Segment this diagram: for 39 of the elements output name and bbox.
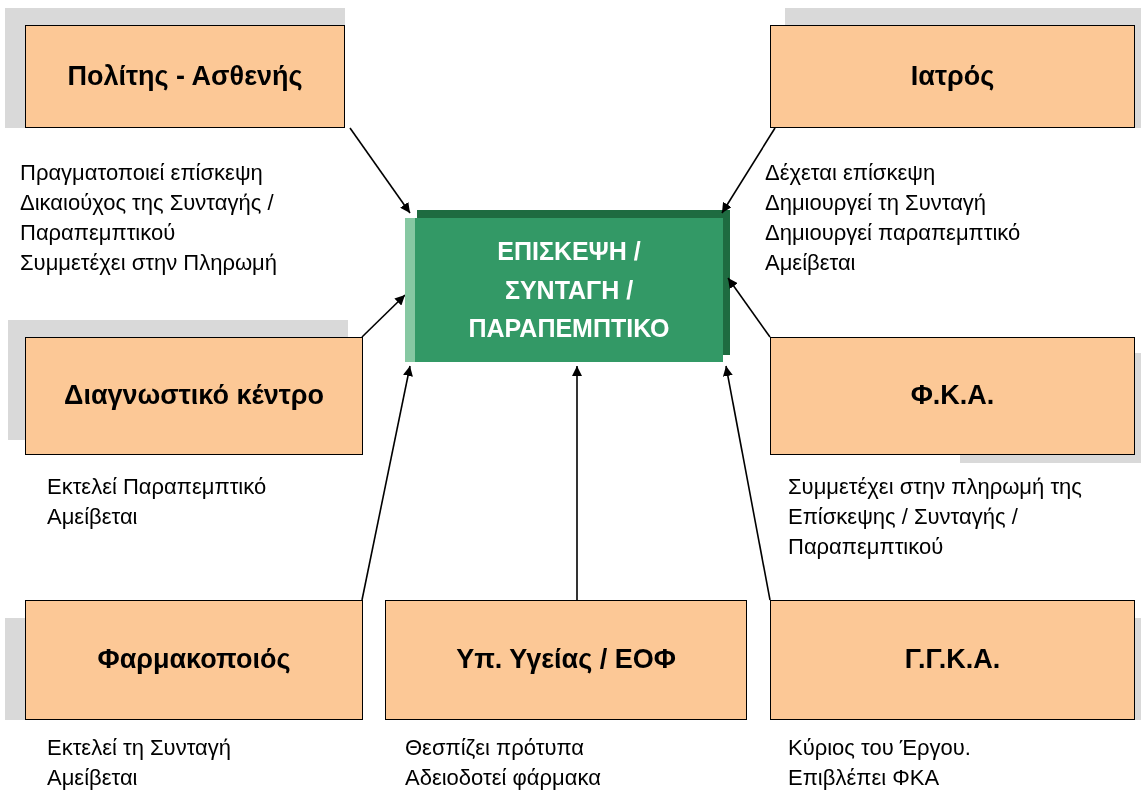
arrow xyxy=(349,127,411,214)
box-title: ΕΠΙΣΚΕΨΗ / ΣΥΝΤΑΓΗ / ΠΑΡΑΠΕΜΠΤΙΚΟ xyxy=(467,235,671,345)
role-description: Δημιουργεί παραπεμπτικό xyxy=(765,219,1022,247)
role-description: Δημιουργεί τη Συνταγή xyxy=(765,189,988,217)
arrow xyxy=(721,127,776,214)
box-title: Ιατρός xyxy=(910,59,995,93)
actor-box xyxy=(770,600,1135,720)
actor-box xyxy=(770,337,1135,455)
role-description: Συμμετέχει στην Πληρωμή xyxy=(20,249,278,277)
actor-box xyxy=(25,600,363,720)
box-title: Διαγνωστικό κέντρο xyxy=(64,379,324,413)
box-title: Φ.Κ.Α. xyxy=(910,379,995,413)
arrow xyxy=(361,365,413,601)
box-title: Πολίτης - Ασθενής xyxy=(67,59,303,93)
role-description: Κύριος του Έργου. xyxy=(788,734,972,762)
box-title: Φαρμακοποιός xyxy=(97,643,291,677)
arrow xyxy=(727,277,771,338)
role-description: Αμείβεται xyxy=(765,249,857,277)
arrow xyxy=(361,294,406,338)
arrow xyxy=(722,365,771,601)
role-description: Δέχεται επίσκεψη xyxy=(765,159,937,187)
role-description: Δικαιούχος της Συνταγής / Παραπεμπτικού xyxy=(20,189,275,247)
role-description: Θεσπίζει πρότυπα xyxy=(405,734,585,762)
box-title: Γ.Γ.Κ.Α. xyxy=(904,643,1001,677)
box-title: Υπ. Υγείας / ΕΟΦ xyxy=(456,643,676,677)
role-description: Επιβλέπει ΦΚΑ xyxy=(788,764,941,792)
central-process-box xyxy=(405,218,723,362)
actor-box xyxy=(385,600,747,720)
role-description: Αμείβεται xyxy=(47,503,139,531)
role-description: Αδειοδοτεί φάρμακα xyxy=(405,764,602,792)
actor-box xyxy=(25,337,363,455)
role-description: Εκτελεί Παραπεμπτικό xyxy=(47,473,268,501)
actor-box xyxy=(25,25,345,128)
role-description: Αμείβεται xyxy=(47,764,139,792)
role-description: Συμμετέχει στην πληρωμή της Επίσκεψης / Συνταγής / Παραπεμπτικού xyxy=(788,473,1083,561)
actor-box xyxy=(770,25,1135,128)
role-description: Πραγματοποιεί επίσκεψη xyxy=(20,159,264,187)
role-description: Εκτελεί τη Συνταγή xyxy=(47,734,232,762)
arrow xyxy=(572,365,582,601)
